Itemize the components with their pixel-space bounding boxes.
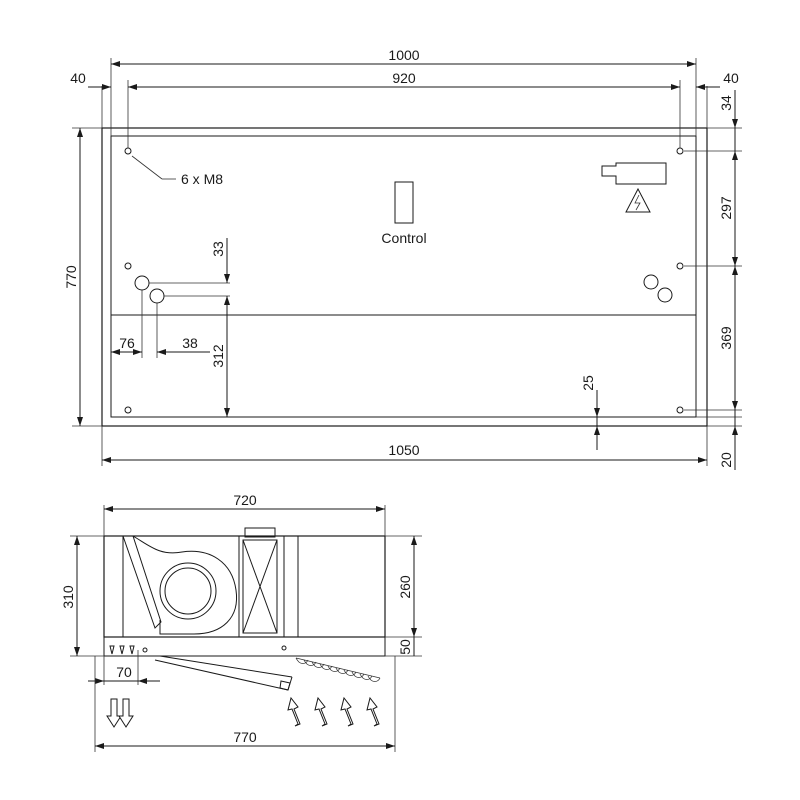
dim-76: 76 <box>119 335 135 351</box>
louver-grille-icon <box>295 657 381 682</box>
top-view-inner-panel <box>110 135 697 418</box>
mounting-hole <box>124 406 132 414</box>
pipe-hole-left-1 <box>134 275 150 291</box>
mounting-hole <box>676 262 684 270</box>
dim-34: 34 <box>718 95 734 111</box>
air-outlet-arrows-icon <box>106 698 134 728</box>
mounting-hole <box>676 147 684 155</box>
dim-770-height: 770 <box>63 265 79 289</box>
dim-38: 38 <box>182 335 198 351</box>
mounting-hole <box>124 147 132 155</box>
pipe-hole-right-2 <box>657 287 673 303</box>
filter-cartridge-icon <box>242 527 278 634</box>
side-base <box>103 636 386 657</box>
pipe-hole-right-1 <box>643 274 659 290</box>
dim-70: 70 <box>116 664 132 680</box>
dim-40-left: 40 <box>70 70 86 86</box>
dim-720: 720 <box>233 492 257 508</box>
electrical-connector-icon <box>601 162 667 185</box>
dim-1050: 1050 <box>388 442 419 458</box>
hinged-front-panel <box>154 655 293 691</box>
fan-blower-icon <box>122 535 238 635</box>
dim-1000: 1000 <box>388 47 419 63</box>
side-housing <box>103 535 386 638</box>
pipe-hole-left-2 <box>149 288 165 304</box>
dim-312: 312 <box>210 344 226 368</box>
top-view-outer-frame <box>101 127 708 427</box>
control-label: Control <box>381 230 426 246</box>
mounting-holes-label: 6 x M8 <box>181 171 223 187</box>
dim-770-width: 770 <box>233 729 257 745</box>
mounting-hole <box>124 262 132 270</box>
drip-nozzles-icon <box>109 645 287 655</box>
top-view: Control 6 x M8 1000 920 40 40 <box>63 47 742 470</box>
dim-33: 33 <box>210 241 226 257</box>
dim-920: 920 <box>392 70 416 86</box>
dim-40-right: 40 <box>723 70 739 86</box>
mounting-hole-leader <box>131 155 163 180</box>
dim-297: 297 <box>718 196 734 220</box>
high-voltage-warning-icon <box>625 187 651 213</box>
dim-369: 369 <box>718 326 734 350</box>
control-box-icon <box>394 181 414 224</box>
mounting-hole <box>676 406 684 414</box>
dim-25: 25 <box>580 375 596 391</box>
dim-260: 260 <box>397 575 413 599</box>
dim-50: 50 <box>397 639 413 655</box>
air-intake-arrows-icon <box>287 696 380 727</box>
dim-310: 310 <box>60 585 76 609</box>
dim-20: 20 <box>718 452 734 468</box>
side-view: 720 310 260 50 <box>60 492 422 752</box>
